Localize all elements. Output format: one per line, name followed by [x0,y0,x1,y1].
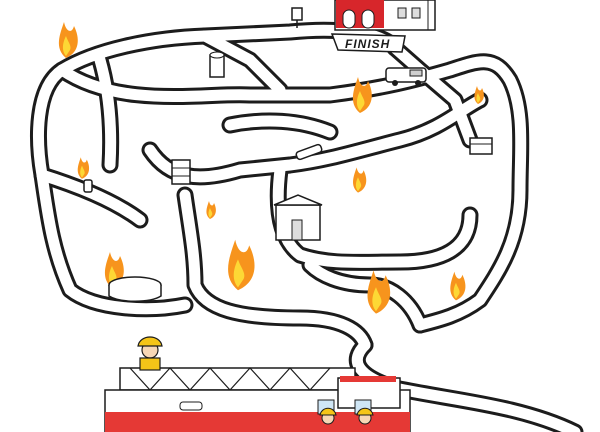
fire-station-icon [334,0,436,31]
flame-icon [450,271,466,301]
flame-icon [367,270,391,314]
flame-icon [206,201,216,219]
box-icon [469,137,493,155]
flame-icon [77,157,90,179]
signpost-icon [291,7,303,28]
flame-icon [58,22,78,58]
flame-icon [353,167,367,193]
firefighter-icon [356,407,374,425]
hydrant-icon [83,179,93,193]
finish-label: FINISH [345,37,390,51]
flame-icon [352,77,372,113]
stadium-icon [108,276,162,302]
silo-icon [171,159,191,185]
water-tower-icon [209,51,225,78]
maze-roads [30,21,584,432]
flame-icon [228,239,255,291]
flame-icon [474,86,484,104]
firefighter-icon [319,407,337,425]
finish-sign: FINISH [330,33,406,53]
camper-van-icon [385,67,427,86]
firefighter-icon [137,336,163,371]
house-icon [273,194,323,241]
hose-nozzle-icon [295,143,323,161]
